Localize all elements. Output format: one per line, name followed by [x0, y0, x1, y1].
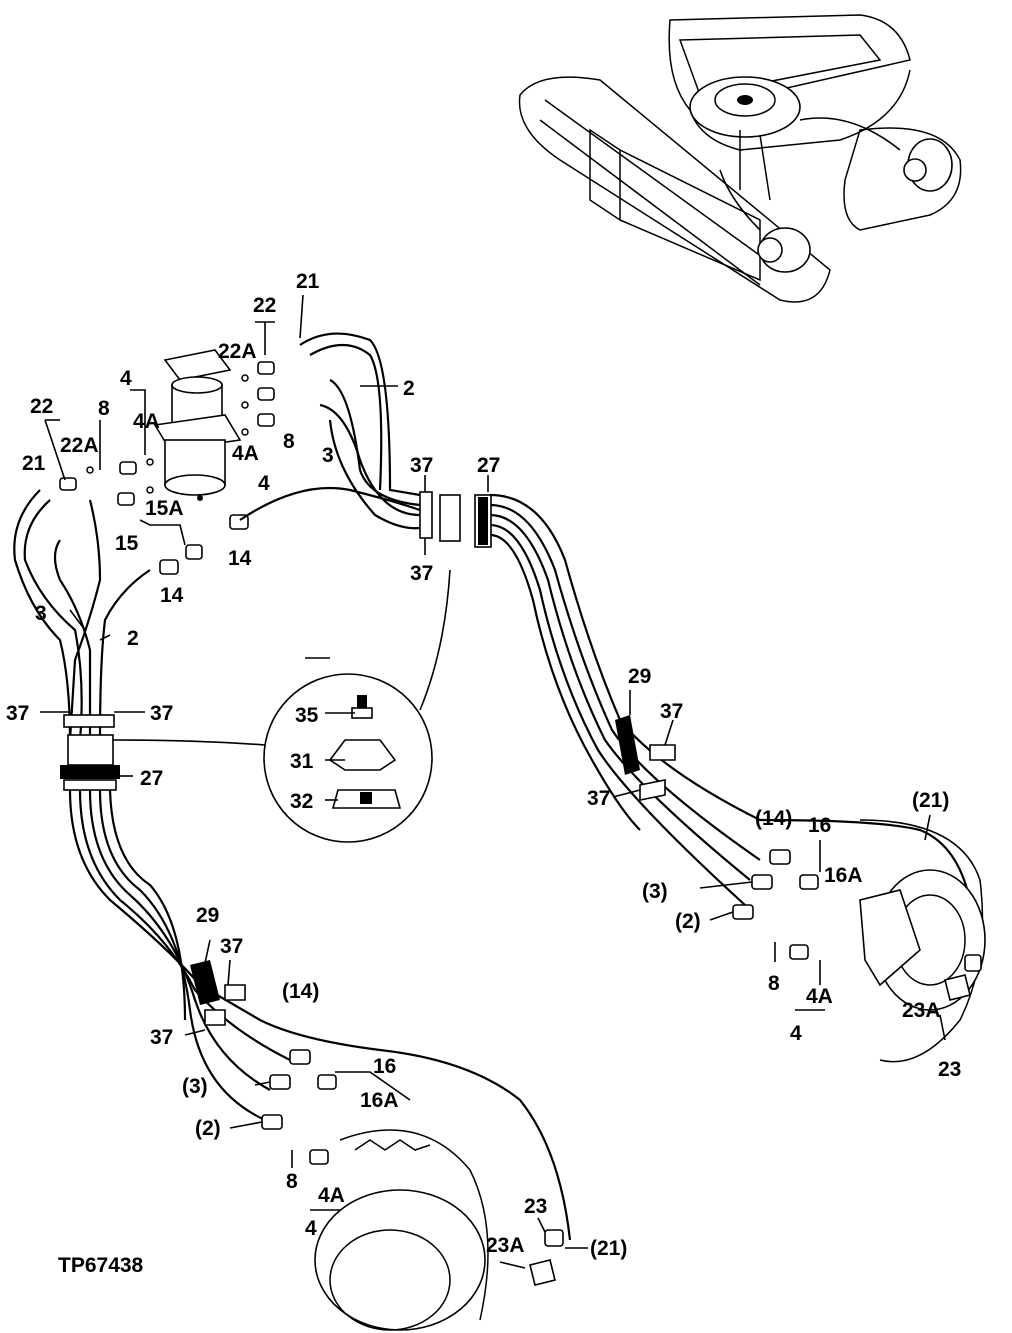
- top-clamp-assembly: [419, 491, 492, 548]
- label-2p-left: (2): [195, 1117, 221, 1140]
- label-4a-b: 4A: [232, 442, 259, 465]
- label-4-left-motor: 4: [305, 1217, 317, 1240]
- label-37-top: 37: [410, 454, 433, 477]
- label-32: 32: [290, 790, 313, 813]
- hose-bundle: [13, 332, 977, 1241]
- label-21-left: 21: [22, 452, 46, 475]
- label-16a-right: 16A: [824, 864, 863, 887]
- leader-lines: [40, 294, 946, 1269]
- travel-motor-left: [261, 1049, 564, 1331]
- travel-motor-right: [732, 819, 986, 1063]
- clamp-detail-inset: [112, 569, 451, 843]
- label-23a-right: 23A: [902, 999, 941, 1022]
- label-16-right: 16: [808, 814, 831, 837]
- label-27-left: 27: [140, 767, 163, 790]
- label-4a-left-motor: 4A: [318, 1184, 345, 1207]
- figure-id: TP67438: [58, 1254, 144, 1277]
- label-14p-right: (14): [755, 807, 792, 830]
- label-37-left-lower-b: 37: [150, 1026, 173, 1049]
- right-clamp-assembly: [615, 715, 676, 801]
- label-4a-right: 4A: [806, 985, 833, 1008]
- label-4-b: 4: [258, 472, 270, 495]
- label-37-right-b: 37: [587, 787, 610, 810]
- label-23-right: 23: [938, 1058, 961, 1081]
- label-22a-left: 22A: [60, 434, 99, 457]
- label-37-right-a: 37: [660, 700, 683, 723]
- label-31: 31: [290, 750, 314, 773]
- label-8-left-motor: 8: [286, 1170, 298, 1193]
- label-14p-left: (14): [282, 980, 319, 1003]
- label-8-left: 8: [98, 397, 110, 420]
- label-2: 2: [403, 377, 415, 400]
- part-labels: 21 22 22A 2 4 4A 8 3 4A 4 22 8 22A 21 15…: [6, 270, 961, 1277]
- label-8-right: 8: [768, 972, 780, 995]
- label-29-left: 29: [196, 904, 219, 927]
- label-3: 3: [322, 444, 334, 467]
- label-22: 22: [253, 294, 276, 317]
- label-37-left-b: 37: [150, 702, 173, 725]
- label-2p-right: (2): [675, 910, 701, 933]
- label-3p-right: (3): [642, 880, 668, 903]
- label-21: 21: [296, 270, 320, 293]
- label-27-top: 27: [477, 454, 500, 477]
- label-4: 4: [120, 367, 132, 390]
- label-16a-left: 16A: [360, 1089, 399, 1112]
- label-14-a: 14: [228, 547, 252, 570]
- label-21p-left: (21): [590, 1237, 627, 1260]
- label-35: 35: [295, 704, 319, 727]
- swivel-joint: [153, 349, 242, 501]
- label-23-left: 23: [524, 1195, 547, 1218]
- label-15a: 15A: [145, 497, 184, 520]
- label-3-left: 3: [35, 602, 47, 625]
- left-lower-clamp-assembly: [190, 960, 246, 1026]
- left-clamp-assembly: [60, 714, 120, 791]
- label-16-left: 16: [373, 1055, 396, 1078]
- swivel-fittings: [59, 361, 275, 575]
- label-15: 15: [115, 532, 139, 555]
- label-37-left-lower-a: 37: [220, 935, 243, 958]
- label-21p-right: (21): [912, 789, 949, 812]
- label-4-right: 4: [790, 1022, 802, 1045]
- label-22-left: 22: [30, 395, 53, 418]
- label-8: 8: [283, 430, 295, 453]
- label-2-left: 2: [127, 627, 139, 650]
- label-37-left-a: 37: [6, 702, 29, 725]
- label-22a: 22A: [218, 340, 257, 363]
- label-29-right: 29: [628, 665, 651, 688]
- label-3p-left: (3): [182, 1075, 208, 1098]
- track-frame-illustration: [518, 14, 962, 303]
- label-23a-left: 23A: [486, 1234, 525, 1257]
- label-4a: 4A: [133, 410, 160, 433]
- label-14-b: 14: [160, 584, 184, 607]
- label-37-top-b: 37: [410, 562, 433, 585]
